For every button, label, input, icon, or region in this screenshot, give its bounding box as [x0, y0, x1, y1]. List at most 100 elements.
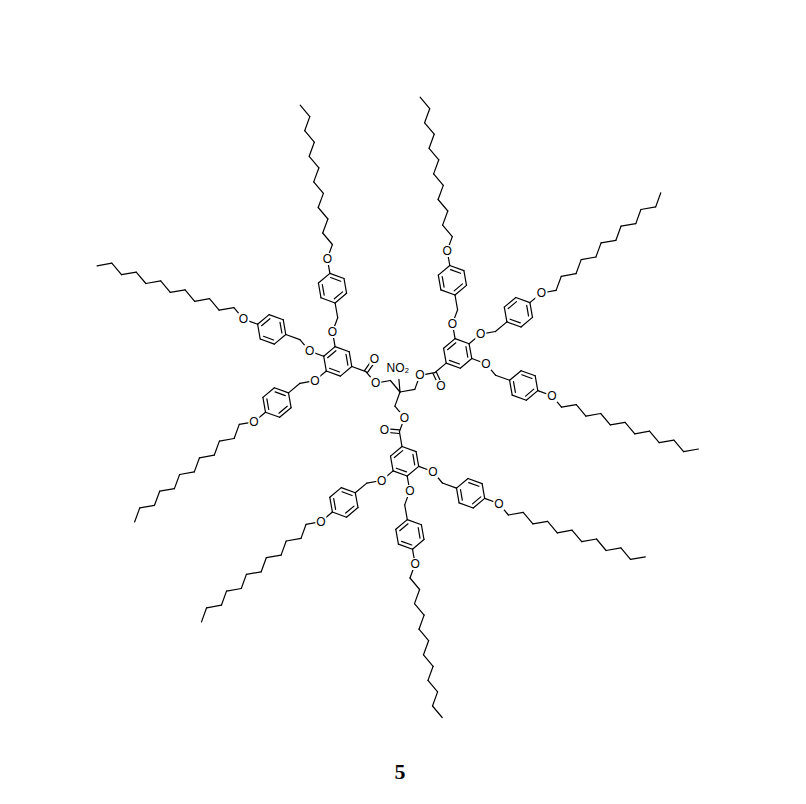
oxygen-atom: O: [480, 358, 491, 370]
alkyl-chain-bond: [596, 243, 601, 257]
bond-line: [405, 505, 408, 520]
alkyl-chain-bond: [434, 174, 444, 186]
ring-bond: [396, 529, 399, 544]
ring-bond: [407, 520, 421, 525]
ring-bond: [455, 285, 467, 295]
ring-bond: [344, 279, 347, 294]
alkyl-chain-bond: [202, 608, 207, 622]
ring-bond: [444, 348, 447, 363]
ring-inner-bond: [346, 354, 348, 365]
oxygen-atom: O: [315, 516, 326, 528]
ring-inner-bond: [469, 483, 479, 487]
alkyl-chain-bond: [635, 431, 650, 434]
oxygen-atom: O: [376, 475, 387, 487]
alkyl-chain-bond: [122, 272, 137, 275]
alkyl-chain-bond: [429, 134, 434, 148]
alkyl-chain-bond: [410, 578, 420, 590]
alkyl-chain-bond: [556, 276, 561, 290]
alkyl-chain-bond: [415, 604, 425, 616]
ring-bond: [457, 488, 460, 503]
alkyl-chain-bond: [572, 530, 582, 541]
oxygen-atom: O: [546, 390, 557, 402]
ring-inner-bond: [346, 506, 354, 513]
ring-bond: [289, 393, 292, 408]
ring-bond: [407, 466, 419, 476]
alkyl-chain-bond: [234, 424, 239, 438]
ring-inner-bond: [418, 528, 420, 539]
alkyl-chain-bond: [576, 260, 581, 274]
alkyl-chain-bond: [135, 508, 140, 522]
ring-inner-bond: [466, 347, 468, 358]
bond-line: [495, 322, 507, 332]
ring-inner-bond: [402, 541, 412, 545]
alkyl-chain-bond: [318, 208, 328, 220]
alkyl-chain-bond: [582, 539, 597, 542]
alkyl-chain-bond: [636, 210, 641, 224]
ring-bond: [457, 479, 469, 489]
alkyl-chain-bond: [562, 405, 577, 408]
alkyl-chain-bond: [659, 440, 674, 443]
alkyl-chain-bond: [419, 629, 429, 641]
ring-inner-bond: [280, 322, 282, 333]
ring-bond: [464, 271, 467, 286]
alkyl-chain-bond: [174, 475, 179, 489]
ring-inner-bond: [322, 285, 324, 296]
bond-line: [286, 335, 300, 340]
ring-inner-bond: [334, 292, 342, 299]
ring-bond: [263, 388, 275, 398]
alkyl-chain-bond: [508, 512, 523, 515]
alkyl-chain-bond: [140, 505, 155, 508]
ring-bond: [318, 283, 321, 298]
ring-bond: [469, 344, 472, 359]
ring-bond: [347, 508, 359, 518]
ring-bond: [263, 397, 266, 412]
ring-bond: [349, 352, 352, 367]
alkyl-chain-bond: [200, 455, 215, 458]
alkyl-chain-bond: [581, 257, 596, 260]
ring-bond: [459, 503, 473, 508]
oxygen-atom: O: [238, 313, 249, 325]
alkyl-chain-bond: [194, 458, 199, 472]
oxygen-atom: O: [414, 369, 425, 381]
alkyl-chain-bond: [438, 185, 443, 199]
ring-inner-bond: [334, 499, 336, 510]
bond-line: [395, 392, 400, 406]
oxygen-atom: O: [327, 326, 338, 338]
alkyl-chain-bond: [227, 589, 242, 592]
alkyl-chain-bond: [548, 521, 558, 533]
oxygen-atom: O: [442, 245, 453, 257]
alkyl-chain-bond: [214, 441, 219, 455]
ring-bond: [535, 376, 538, 391]
alkyl-chain-bond: [420, 97, 430, 109]
ring-bond: [324, 356, 327, 371]
oxygen-atom: O: [475, 328, 486, 340]
oxygen-atom: O: [427, 466, 438, 478]
alkyl-chain-bond: [424, 655, 434, 667]
alkyl-chain-bond: [650, 431, 660, 443]
ring-bond: [280, 408, 292, 418]
ring-inner-bond: [510, 319, 520, 323]
ring-inner-bond: [267, 399, 269, 410]
alkyl-chain-bond: [170, 290, 185, 293]
ring-inner-bond: [527, 305, 529, 316]
bond-line: [496, 375, 510, 380]
ring-inner-bond: [396, 468, 406, 472]
ring-bond: [413, 540, 425, 550]
ring-inner-bond: [508, 302, 516, 309]
alkyl-chain-bond: [601, 414, 611, 425]
alkyl-chain-bond: [180, 472, 195, 475]
ring-bond: [402, 447, 416, 452]
alkyl-chain-bond: [155, 491, 160, 505]
ring-inner-bond: [328, 351, 336, 358]
ring-inner-bond: [514, 382, 516, 393]
alkyl-chain-bond: [221, 591, 226, 605]
alkyl-chain-bond: [301, 524, 306, 538]
alkyl-chain-bond: [195, 299, 210, 302]
ring-inner-bond: [275, 392, 285, 396]
bond-line: [352, 367, 366, 372]
alkyl-chain-bond: [281, 541, 286, 555]
ring-bond: [332, 512, 346, 517]
alkyl-chain-bond: [314, 182, 324, 194]
ring-bond: [321, 298, 335, 303]
